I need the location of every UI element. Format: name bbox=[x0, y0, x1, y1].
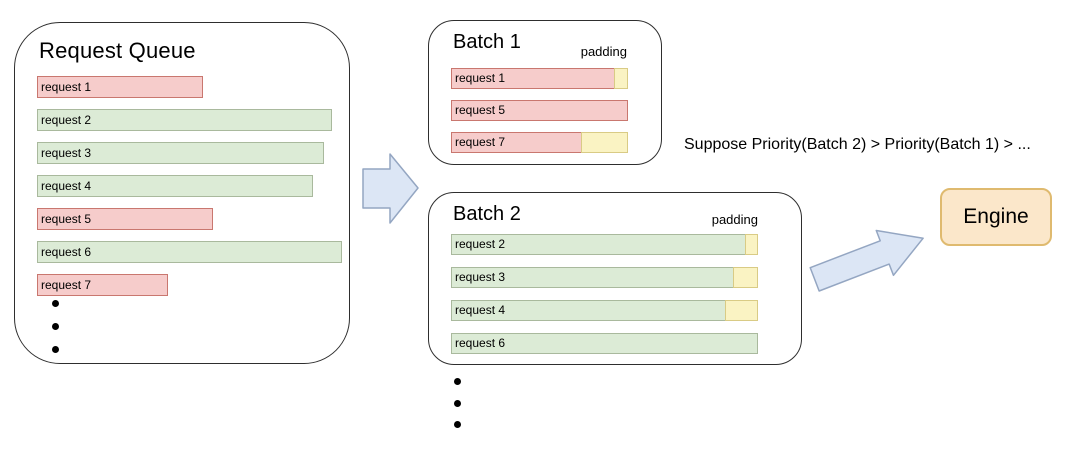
bar-request-4: request 4 bbox=[451, 300, 758, 321]
bar-request-5: request 5 bbox=[37, 208, 213, 230]
bar-request-2: request 2 bbox=[451, 234, 758, 255]
batch2-padding-label: padding bbox=[711, 212, 758, 227]
request-segment bbox=[37, 208, 213, 230]
request-segment bbox=[37, 274, 168, 296]
padding-segment bbox=[745, 234, 758, 255]
bar-label: request 6 bbox=[41, 245, 92, 259]
bar-request-7: request 7 bbox=[37, 274, 168, 296]
bar-label: request 3 bbox=[41, 146, 92, 160]
bar-label: request 2 bbox=[41, 113, 92, 127]
padding-segment bbox=[614, 68, 628, 89]
bar-label: request 3 bbox=[455, 270, 506, 284]
priority-note: Suppose Priority(Batch 2) > Priority(Bat… bbox=[684, 136, 1031, 153]
bar-label: request 1 bbox=[455, 71, 506, 85]
arrow-queue-to-batches-icon bbox=[362, 153, 419, 224]
bar-label: request 6 bbox=[455, 336, 506, 350]
bar-label: request 4 bbox=[455, 303, 506, 317]
bar-label: request 4 bbox=[41, 179, 92, 193]
bar-request-7: request 7 bbox=[451, 132, 628, 153]
request-queue-title: Request Queue bbox=[39, 38, 196, 63]
request-queue-panel: Request Queue request 1 request 2 request … bbox=[14, 22, 350, 364]
bar-request-6: request 6 bbox=[451, 333, 758, 354]
request-segment bbox=[37, 142, 324, 164]
batch2-title: Batch 2 bbox=[453, 203, 521, 225]
padding-segment bbox=[733, 267, 758, 288]
request-segment bbox=[37, 241, 342, 263]
bar-request-1: request 1 bbox=[451, 68, 628, 89]
batch2-panel: Batch 2 padding request 2 request 3 reques… bbox=[428, 192, 802, 365]
queue-ellipsis-dot bbox=[52, 346, 59, 353]
request-segment bbox=[37, 175, 313, 197]
bar-request-2: request 2 bbox=[37, 109, 332, 131]
bar-request-5: request 5 bbox=[451, 100, 628, 121]
bar-label: request 5 bbox=[455, 103, 506, 117]
request-segment bbox=[37, 109, 332, 131]
engine-box: Engine bbox=[940, 188, 1052, 246]
queue-ellipsis-dot bbox=[52, 323, 59, 330]
padding-segment bbox=[581, 132, 628, 153]
request-segment bbox=[37, 76, 203, 98]
padding-segment bbox=[725, 300, 758, 321]
batches-ellipsis-dot bbox=[454, 400, 461, 407]
batch1-title: Batch 1 bbox=[453, 31, 521, 53]
bar-request-6: request 6 bbox=[37, 241, 342, 263]
batch1-panel: Batch 1 padding request 1 request 5 reques… bbox=[428, 20, 662, 165]
bar-label: request 2 bbox=[455, 237, 506, 251]
bar-label: request 1 bbox=[41, 80, 92, 94]
bar-request-3: request 3 bbox=[37, 142, 324, 164]
batch1-padding-label: padding bbox=[580, 44, 627, 59]
bar-request-3: request 3 bbox=[451, 267, 758, 288]
arrow-batches-to-engine-icon bbox=[809, 229, 924, 292]
bar-label: request 7 bbox=[41, 278, 92, 292]
bar-request-1: request 1 bbox=[37, 76, 203, 98]
batches-ellipsis-dot bbox=[454, 421, 461, 428]
request-segment bbox=[451, 100, 628, 121]
engine-label: Engine bbox=[963, 205, 1029, 228]
queue-ellipsis-dot bbox=[52, 300, 59, 307]
bar-label: request 7 bbox=[455, 135, 506, 149]
bar-request-4: request 4 bbox=[37, 175, 313, 197]
bar-label: request 5 bbox=[41, 212, 92, 226]
batches-ellipsis-dot bbox=[454, 378, 461, 385]
request-segment bbox=[451, 333, 758, 354]
